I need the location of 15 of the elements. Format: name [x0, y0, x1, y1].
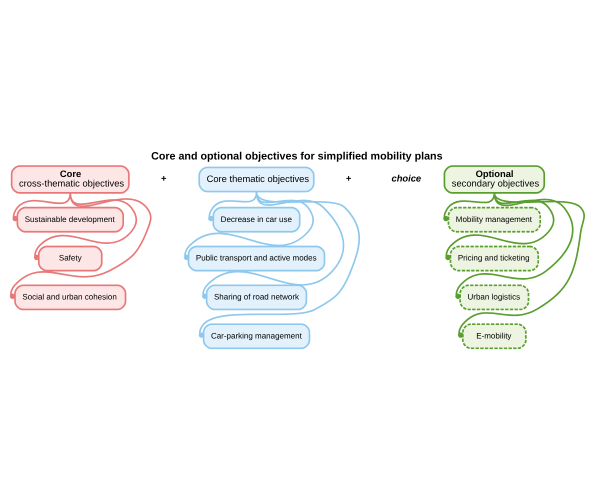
label: +	[161, 172, 167, 183]
node-box: Optional secondary objectives	[444, 164, 546, 194]
connector	[10, 192, 152, 298]
diagram-title: Core and optional objectives for simplified mobility plans	[151, 150, 443, 162]
connector	[198, 191, 360, 338]
connector	[184, 192, 314, 260]
connector	[208, 192, 258, 221]
connector	[202, 192, 344, 298]
node-box: Core thematic objectives	[198, 166, 315, 192]
connector	[458, 192, 585, 338]
label: +	[346, 172, 352, 183]
node-box: Core cross-thematic objectives	[10, 164, 130, 194]
label: choice	[391, 172, 422, 183]
connector	[12, 192, 72, 221]
connector	[455, 192, 574, 298]
